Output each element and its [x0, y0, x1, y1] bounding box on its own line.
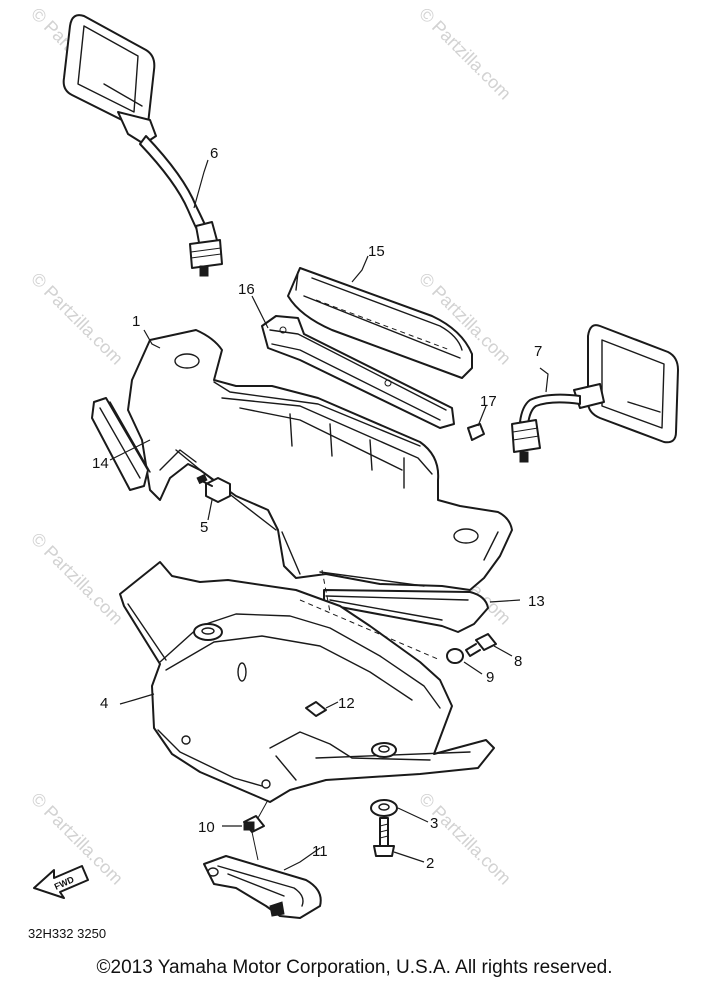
callout-16: 16: [238, 281, 255, 298]
mirror-right-part-7: [511, 324, 679, 463]
grommet-part-9: [446, 648, 464, 664]
callout-14: 14: [92, 455, 109, 472]
callout-12: 12: [338, 695, 355, 712]
callout-1: 1: [132, 313, 140, 330]
bolt-part-5: [196, 473, 231, 503]
lower-cover-part-4: [119, 561, 495, 803]
callout-15: 15: [368, 243, 385, 260]
leader-lines: [109, 159, 549, 871]
callout-10: 10: [198, 819, 215, 836]
callout-8: 8: [514, 653, 522, 670]
meter-cover-part-15: [287, 267, 473, 379]
copyright-notice: ©2013 Yamaha Motor Corporation, U.S.A. A…: [96, 957, 613, 978]
callout-4: 4: [100, 695, 108, 712]
callout-11: 11: [312, 843, 328, 860]
grip-part-11: [203, 831, 322, 919]
callout-numbers: 1 2 3 4 5 6 7 8 9 10 11 12 13 14 15 16 1…: [92, 145, 545, 872]
fwd-arrow-icon: FWD: [33, 865, 89, 899]
callout-7: 7: [534, 343, 542, 360]
bracket-part-16: [261, 315, 455, 429]
washer-part-3: [370, 799, 398, 817]
right-panel-part-13: [323, 589, 489, 633]
watermark-5: © Partzilla.com: [27, 529, 127, 629]
bolt-part-2: [373, 817, 395, 857]
callout-2: 2: [426, 855, 434, 872]
clip-part-17: [467, 423, 485, 441]
bolt-part-8: [465, 633, 497, 657]
bolt-part-10: [243, 799, 269, 833]
mirror-left-part-6: [62, 14, 223, 277]
upper-cover-part-1: [127, 329, 513, 591]
watermark-3: © Partzilla.com: [27, 269, 127, 369]
watermark-8: © Partzilla.com: [415, 789, 515, 889]
callout-5: 5: [200, 519, 208, 536]
left-panel-part-14: [91, 397, 151, 491]
clip-part-12: [305, 701, 327, 717]
callout-3: 3: [430, 815, 438, 832]
watermark-2: © Partzilla.com: [415, 4, 515, 104]
diagram-code: 32H332 3250: [28, 926, 107, 941]
callout-17: 17: [480, 393, 497, 410]
callout-9: 9: [486, 669, 494, 686]
callout-6: 6: [210, 145, 218, 162]
callout-13: 13: [528, 593, 545, 610]
